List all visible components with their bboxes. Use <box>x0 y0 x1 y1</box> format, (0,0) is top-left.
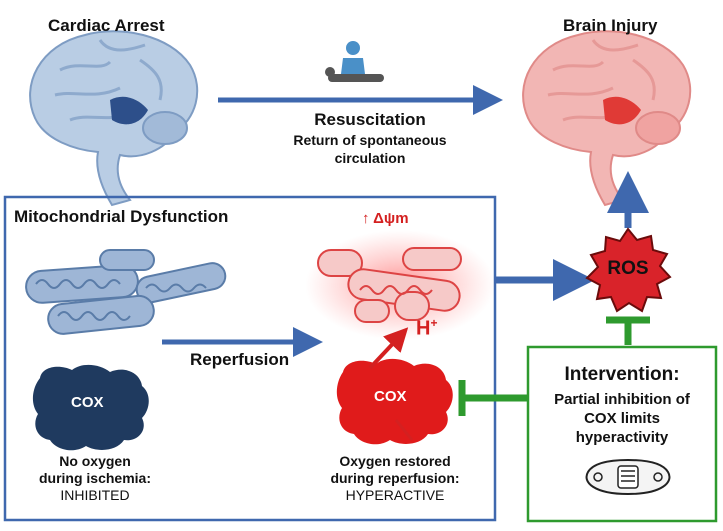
cardiac-arrest-label: Cardiac Arrest <box>48 16 165 35</box>
cox-left-label: COX <box>71 394 104 411</box>
cox-inhibited-blob <box>32 364 149 451</box>
intervention-line-3: hyperactivity <box>575 429 669 446</box>
h-plus-sup: + <box>430 316 438 330</box>
mito-dysfunction-box <box>3 195 497 522</box>
cox-right-label: COX <box>374 388 407 405</box>
ros-label: ROS <box>607 258 649 279</box>
mitochondria-blue-icon <box>25 249 227 335</box>
device-icon <box>585 458 671 496</box>
left-caption-line-3: INHIBITED <box>60 487 130 503</box>
right-caption: Oxygen restored during reperfusion: HYPE… <box>300 453 490 504</box>
h-plus-arrow <box>368 327 409 370</box>
cpr-person-icon <box>325 41 384 82</box>
intervention-line-1: Partial inhibition of <box>554 391 690 408</box>
cox-hyperactive-blob <box>336 358 453 445</box>
ros-burst-icon <box>585 227 672 313</box>
intervention-title: Intervention: <box>564 364 680 385</box>
cox-tail-line <box>394 419 414 441</box>
left-caption: No oxygen during ischemia: INHIBITED <box>10 453 180 504</box>
intervention-line-2: COX limits <box>584 410 660 427</box>
mitochondria-red-icon <box>305 230 495 340</box>
mito-box-title: Mitochondrial Dysfunction <box>14 207 229 226</box>
left-caption-line-2: during ischemia: <box>38 470 152 486</box>
h-plus-base: H <box>416 317 431 340</box>
rosc-line-2: circulation <box>334 150 406 166</box>
rosc-label: Return of spontaneous circulation <box>250 131 490 167</box>
inhibit-ros-bar <box>606 316 650 345</box>
right-caption-line-2: during reperfusion: <box>330 470 460 486</box>
rosc-line-1: Return of spontaneous <box>293 132 447 148</box>
h-plus-label: H+ <box>416 316 437 341</box>
resuscitation-label: Resuscitation <box>314 110 426 129</box>
right-caption-line-1: Oxygen restored <box>339 453 451 469</box>
brain-blue-icon <box>29 30 199 207</box>
brain-injury-label: Brain Injury <box>563 16 658 35</box>
delta-psi-label: ↑ Δψm <box>362 210 409 227</box>
reperfusion-label: Reperfusion <box>190 350 290 369</box>
intervention-text: Partial inhibition of COX limits hyperac… <box>530 390 714 447</box>
right-caption-line-3: HYPERACTIVE <box>345 487 445 503</box>
brain-pink-icon <box>522 30 692 207</box>
left-caption-line-1: No oxygen <box>59 453 131 469</box>
inhibit-cox-bar <box>458 380 527 416</box>
